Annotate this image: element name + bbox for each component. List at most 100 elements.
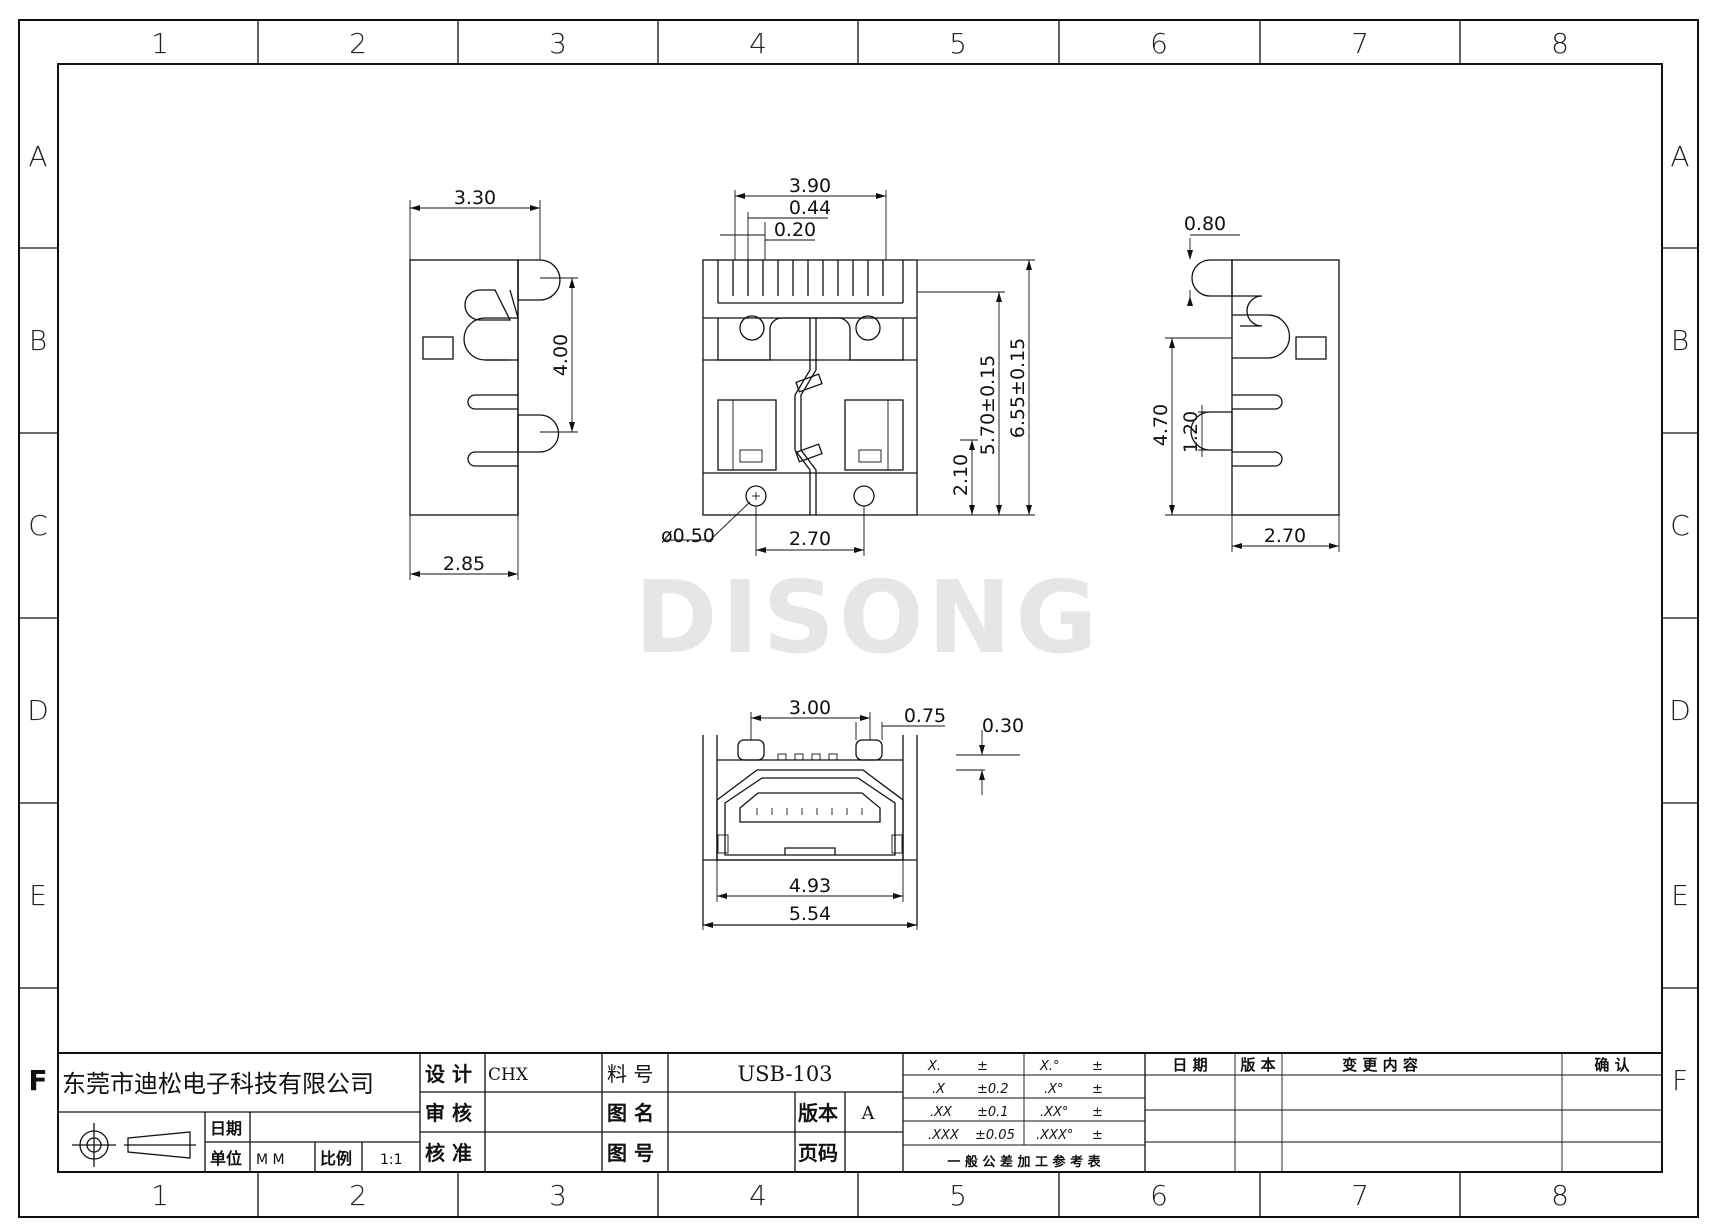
col-label: 6 <box>1150 1179 1168 1212</box>
dim-label: 6.55±0.15 <box>1007 338 1029 439</box>
row-label: F <box>1672 1064 1688 1097</box>
tol-cell: ±0.1 <box>977 1105 1009 1120</box>
dim-label: 0.80 <box>1184 213 1226 235</box>
tol-cell: ± <box>977 1059 988 1074</box>
dim-label: 0.44 <box>789 197 831 219</box>
dim-label: 2.10 <box>950 454 972 496</box>
tol-cell: .XX° <box>1040 1105 1068 1120</box>
col-label: 8 <box>1551 1179 1569 1212</box>
dim-label: 4.70 <box>1150 404 1172 446</box>
dim-label: 0.30 <box>982 715 1024 737</box>
col-label: 1 <box>151 1179 169 1212</box>
row-label: E <box>1671 879 1689 912</box>
col-label: 2 <box>349 27 367 60</box>
watermark-text: DISONG <box>634 559 1101 676</box>
front-view: 3.90 0.44 0.20 5.70±0.15 6.55±0.15 2.10 … <box>661 175 1035 556</box>
row-label: B <box>1671 324 1689 357</box>
row-label: C <box>1670 509 1690 542</box>
unit-label: 单位 <box>210 1149 242 1168</box>
tol-cell: .X° <box>1044 1082 1064 1097</box>
col-label: 4 <box>749 27 767 60</box>
tol-cell: ± <box>1092 1082 1103 1097</box>
tol-cell: ± <box>1092 1105 1103 1120</box>
tol-cell: ±0.2 <box>977 1082 1009 1097</box>
right-side-view: 0.80 4.70 1.20 2.70 <box>1150 213 1340 552</box>
dim-label: 0.20 <box>774 219 816 241</box>
projection-symbol-icon <box>72 1123 196 1167</box>
version-value: A <box>861 1103 876 1124</box>
company-name: 东莞市迪松电子科技有限公司 <box>62 1070 374 1098</box>
col-label: 2 <box>349 1179 367 1212</box>
left-side-view: 3.30 4.00 2.85 <box>409 187 578 580</box>
design-label: 设 计 <box>425 1062 472 1086</box>
dim-label: 5.54 <box>789 903 831 925</box>
col-label: 5 <box>949 27 967 60</box>
col-label: 4 <box>749 1179 767 1212</box>
dim-label: 2.70 <box>789 528 831 550</box>
title-block: 东莞市迪松电子科技有限公司 日期 单位 M M 比例 1:1 设 计 CHX 审… <box>57 1052 1663 1173</box>
revision-header: 变 更 内 容 <box>1342 1056 1418 1074</box>
row-label: C <box>28 509 48 542</box>
column-labels-bottom: 1 2 3 4 5 6 7 8 <box>151 1179 1569 1212</box>
row-label: A <box>28 140 47 173</box>
design-value: CHX <box>488 1065 529 1085</box>
col-label: 6 <box>1150 27 1168 60</box>
col-label: 5 <box>949 1179 967 1212</box>
col-label: 7 <box>1351 1179 1369 1212</box>
scale-label: 比例 <box>320 1149 352 1168</box>
dim-label: 0.75 <box>904 705 946 727</box>
scale-value: 1:1 <box>380 1152 403 1168</box>
revision-table: 日 期 版 本 变 更 内 容 确 认 <box>1172 1056 1630 1074</box>
page-label: 页码 <box>798 1141 838 1165</box>
grid-ticks <box>19 20 1698 1217</box>
column-labels-top: 1 2 3 4 5 6 7 8 <box>151 27 1569 60</box>
tol-cell: .XX <box>930 1105 953 1120</box>
tol-cell: X. <box>927 1059 941 1074</box>
drawing-name-label: 图 名 <box>607 1101 654 1125</box>
row-label: B <box>29 324 47 357</box>
end-view: 3.00 0.75 0.30 4.93 5.54 <box>702 697 1024 930</box>
drawing-no-label: 图 号 <box>607 1141 654 1165</box>
col-label: 3 <box>549 27 567 60</box>
revision-header: 版 本 <box>1240 1056 1275 1074</box>
part-no-value: USB-103 <box>737 1062 832 1086</box>
col-label: 8 <box>1551 27 1569 60</box>
dim-label: 1.20 <box>1180 411 1202 453</box>
tolerance-table: X. ± X.° ± .X ±0.2 .X° ± .XX ±0.1 .XX° ±… <box>927 1059 1103 1170</box>
dim-label: 4.00 <box>550 334 572 376</box>
row-labels-right: A B C D E F <box>1669 140 1691 1097</box>
row-label: E <box>29 879 47 912</box>
date-label: 日期 <box>210 1119 242 1138</box>
tol-cell: .XXX <box>928 1128 960 1143</box>
row-labels-left: A B C D E F <box>27 140 49 1097</box>
tol-cell: ±0.05 <box>975 1128 1015 1143</box>
part-no-label: 料 号 <box>607 1062 653 1086</box>
row-label: F <box>28 1064 47 1097</box>
unit-value: M M <box>256 1152 285 1168</box>
version-label: 版本 <box>798 1101 838 1125</box>
dim-label: 4.93 <box>789 875 831 897</box>
col-label: 1 <box>151 27 169 60</box>
dim-label: 3.00 <box>789 697 831 719</box>
dim-label: 2.85 <box>443 553 485 575</box>
approve-label: 核 准 <box>425 1141 472 1165</box>
tol-cell: X.° <box>1039 1059 1060 1074</box>
col-label: 3 <box>549 1179 567 1212</box>
dim-label: 3.30 <box>454 187 496 209</box>
dim-label: 5.70±0.15 <box>977 355 999 456</box>
dim-label: 2.70 <box>1264 525 1306 547</box>
col-label: 7 <box>1351 27 1369 60</box>
dim-label: 3.90 <box>789 175 831 197</box>
revision-header: 确 认 <box>1594 1056 1630 1074</box>
tol-cell: .X <box>932 1082 946 1097</box>
tolerance-caption: 一 般 公 差 加 工 参 考 表 <box>947 1154 1101 1170</box>
tol-cell: .XXX° <box>1036 1128 1073 1143</box>
revision-header: 日 期 <box>1172 1056 1207 1074</box>
review-label: 审 核 <box>425 1101 472 1125</box>
row-label: A <box>1670 140 1689 173</box>
tol-cell: ± <box>1092 1059 1103 1074</box>
dim-label: ø0.50 <box>661 525 715 547</box>
tol-cell: ± <box>1092 1128 1103 1143</box>
row-label: D <box>27 694 49 727</box>
